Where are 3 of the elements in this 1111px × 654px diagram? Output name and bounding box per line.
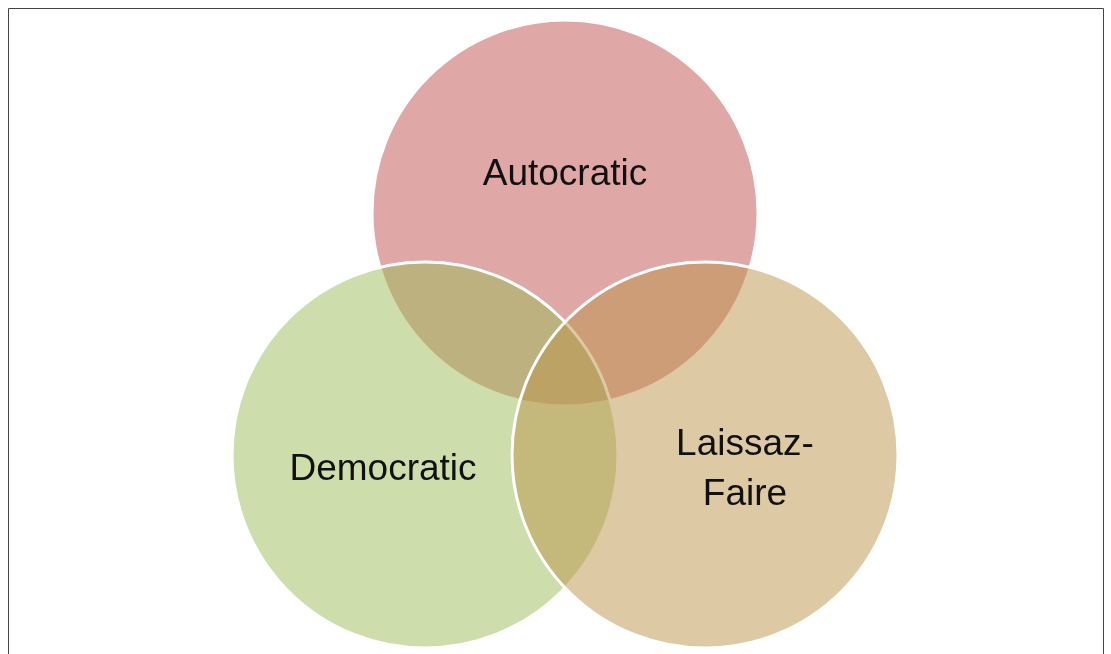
- circle-label: Autocratic: [481, 151, 649, 195]
- circle-label: Democratic: [288, 446, 478, 490]
- circle-label: Laissaz-Faire: [675, 421, 815, 515]
